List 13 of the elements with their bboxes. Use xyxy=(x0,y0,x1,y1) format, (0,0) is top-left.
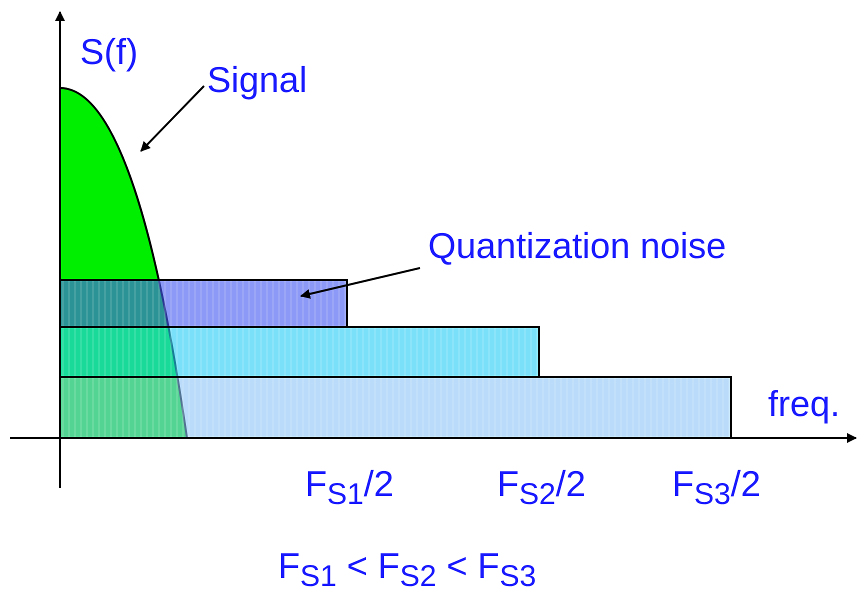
noise-band xyxy=(59,376,732,439)
noise-band xyxy=(59,279,348,328)
tick-label: F$_{S3}$/2 xyxy=(672,466,761,510)
note-text: F$_{S1}$ < F$_{S2}$ < F$_{S3}$ xyxy=(278,548,536,590)
axis-label: freq. xyxy=(768,386,840,422)
leader-arrow xyxy=(300,267,420,299)
leader-arrow xyxy=(140,85,205,152)
callout-label: Signal xyxy=(207,62,308,98)
tick-label: F$_{S1}$/2 xyxy=(305,466,394,510)
callout-label: Quantization noise xyxy=(428,228,726,264)
axis-label: S(f) xyxy=(80,34,138,70)
tick-label: F$_{S2}$/2 xyxy=(497,466,586,510)
noise-band xyxy=(59,326,540,378)
